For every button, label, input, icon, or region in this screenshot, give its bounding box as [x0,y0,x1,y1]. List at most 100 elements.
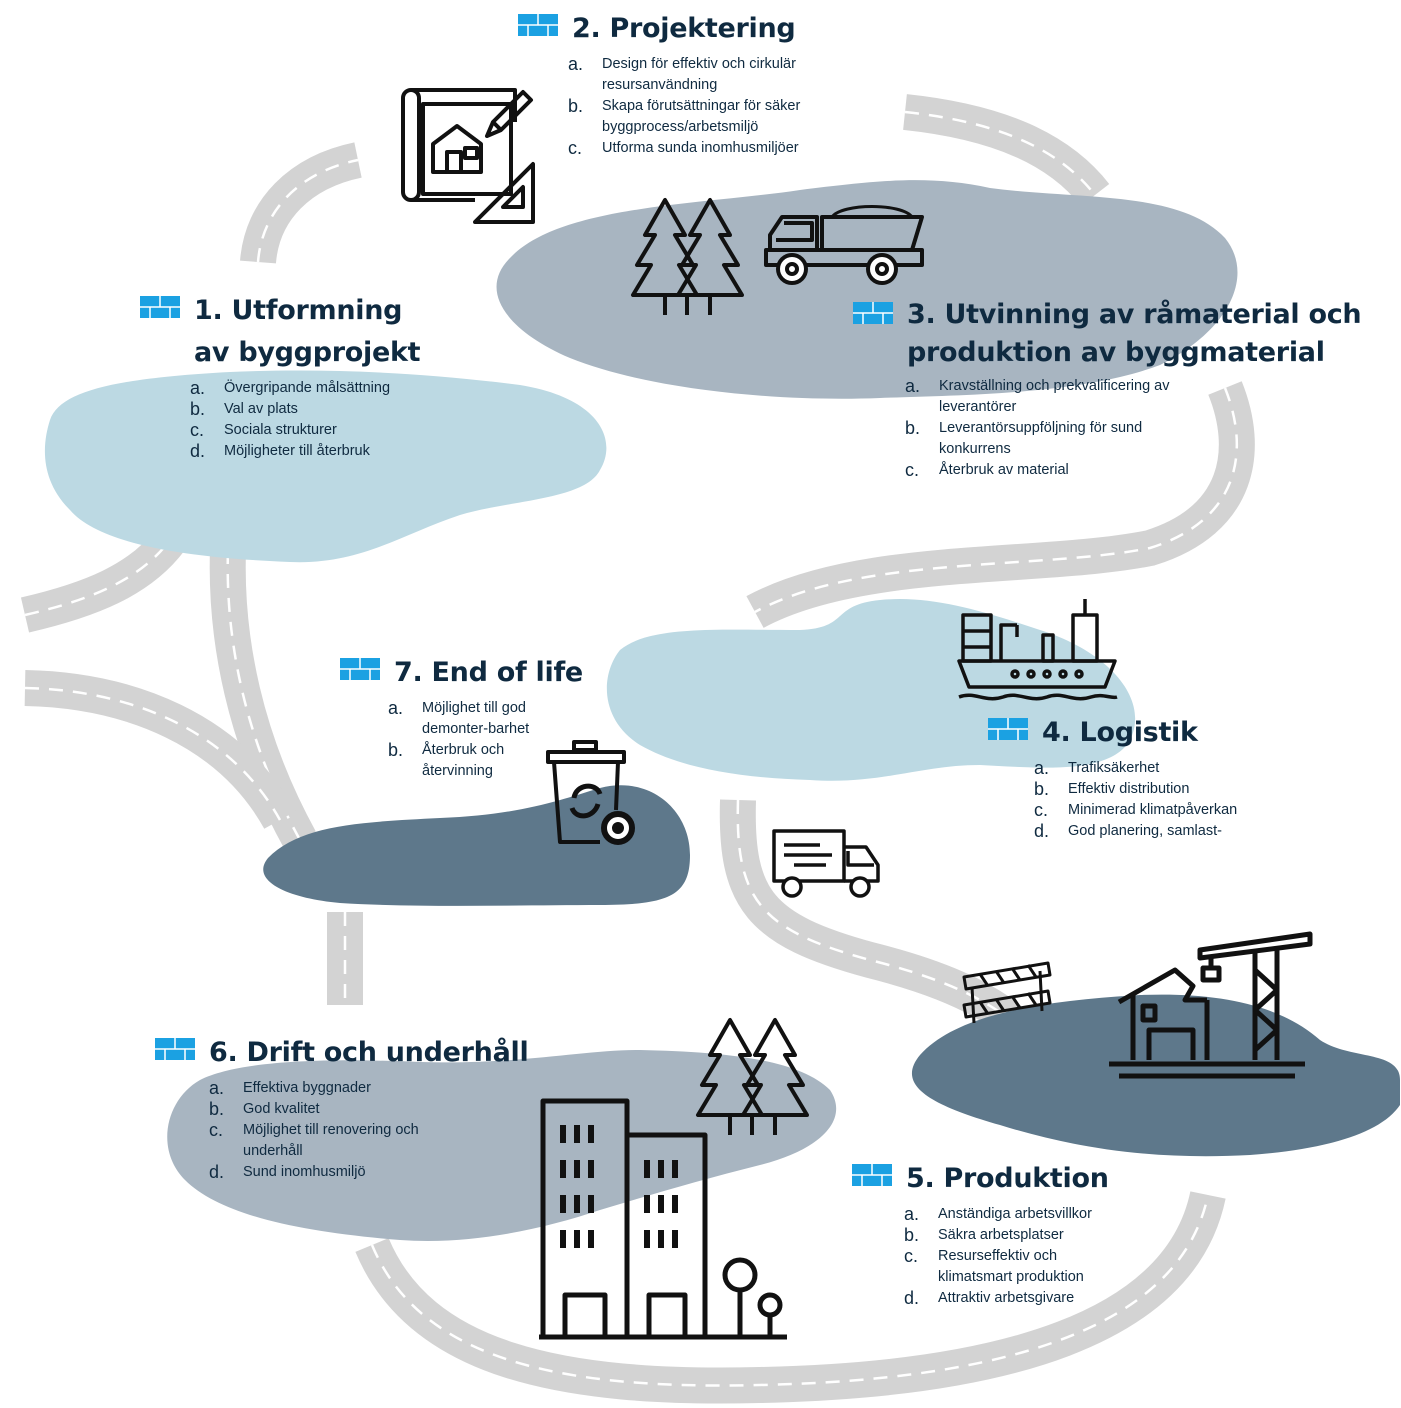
list-item: b. Säkra arbetsplatser [904,1225,1114,1246]
item-text: Leverantörsuppföljning för sund konkurre… [939,420,1143,457]
section-title: 6. Drift och underhåll [209,1037,529,1068]
item-marker: a. [904,1204,920,1224]
section-produktion: 5. Produktion a. Anständiga arbetsvillkor… [852,1158,1152,1309]
list-item: c.Utforma sunda inomhusmiljöer [568,138,858,159]
list-item: a.Kravställning och prekvalificering av … [905,376,1175,418]
list-item: c. Resurseffektiv och klimatsmart produkt… [904,1246,1114,1288]
list-item: a. Trafiksäkerhet [1034,758,1308,779]
item-text: God kvalitet [243,1101,320,1117]
section-title: 3. Utvinning av råmaterial och produktio… [907,299,1362,368]
item-text: Val av plats [224,401,298,417]
brick-icon [988,718,1028,740]
section-drift: 6. Drift och underhåll a.Effektiva byggn… [155,1032,555,1183]
list-item: b. Skapa förutsättningar för säker byggpr… [568,96,858,138]
section-title: 1. Utformning av byggprojekt [194,295,421,368]
item-text: Design för effektiv och cirkulär resursa… [602,56,796,93]
section-title: 7. End of life [394,657,583,688]
item-text: Resurseffektiv och klimatsmart produktio… [938,1248,1084,1285]
item-marker: d. [190,441,206,461]
list-item: d.Sund inomhusmiljö [209,1162,429,1183]
list-item: b.God kvalitet [209,1099,429,1120]
section-title: 4. Logistik [1042,717,1198,748]
delivery-truck-icon [772,829,880,898]
item-list: a.Kravställning och prekvalificering av … [905,376,1175,481]
item-marker: c. [1034,800,1049,820]
section-utvinning: 3. Utvinning av råmaterial och produktio… [853,296,1373,481]
item-list: a.Effektiva byggnader b.God kvalitet c. M… [209,1078,429,1183]
brick-icon [518,14,558,36]
item-text: Effektiva byggnader [243,1080,371,1096]
construction-crane-icon [1109,931,1313,1079]
item-marker: d. [904,1288,920,1308]
road-segment [24,670,296,830]
list-item: b.Leverantörsuppföljning för sund konkur… [905,418,1175,460]
list-item: c.Sociala strukturer [190,420,440,441]
section-logistik: 4. Logistik a. Trafiksäkerhet b. Effektiv … [988,712,1308,842]
item-marker: c. [905,460,920,480]
item-text: Sociala strukturer [224,422,337,438]
item-marker: b. [904,1225,920,1245]
brick-icon [340,658,380,680]
list-item: d. Möjligheter till återbruk [190,441,440,462]
item-text: Möjligheter till återbruk [224,443,370,459]
item-text: Möjlighet till god demonter-barhet [422,700,530,737]
city-buildings-icon [539,1098,787,1340]
item-marker: b. [1034,779,1050,799]
trees-icon [631,198,744,315]
item-text: Återbruk och återvinning [422,742,505,779]
item-marker: c. [568,138,583,158]
item-text: Säkra arbetsplatser [938,1227,1064,1243]
item-marker: d. [1034,821,1050,841]
item-list: a. Anständiga arbetsvillkor b. Säkra arbet… [904,1204,1114,1309]
item-text: Attraktiv arbetsgivare [938,1290,1075,1306]
section-title: 2. Projektering [572,13,796,44]
item-text: Skapa förutsättningar för säker byggproc… [602,98,801,135]
blob-utformning [44,370,607,563]
item-marker: b. [388,740,404,760]
list-item: a. Design för effektiv och cirkulär resur… [568,54,858,96]
section-utformning: 1. Utformning av byggprojekt a. Övergripa… [140,290,440,462]
list-item: d.God planering, samlast- [1034,821,1308,842]
list-item: c. Återbruk av material [905,460,1175,481]
item-marker: b. [190,399,206,419]
item-marker: a. [190,378,206,398]
dump-truck-icon [764,205,924,285]
item-list: a. Trafiksäkerhet b. Effektiv distribution… [1034,758,1308,842]
item-text: Återbruk av material [939,462,1069,478]
section-end-of-life: 7. End of life a. Möjlighet till god demo… [340,652,600,782]
section-title: 5. Produktion [906,1163,1109,1194]
brick-icon [140,296,180,318]
item-list: a. Möjlighet till god demonter-barhet b. Å… [388,698,538,782]
item-text: Effektiv distribution [1068,781,1190,797]
item-list: a. Övergripande målsättning b. Val av plat… [190,378,440,462]
item-marker: a. [388,698,404,718]
item-text: Minimerad klimatpåverkan [1068,802,1238,818]
brick-icon [155,1038,195,1060]
road-segment [746,381,1255,628]
item-marker: a. [568,54,584,74]
item-text: Trafiksäkerhet [1068,760,1160,776]
item-list: a. Design för effektiv och cirkulär resur… [568,54,858,159]
road-segment [240,142,363,265]
list-item: b. Val av plats [190,399,440,420]
road-segment [903,94,1110,207]
item-text: Övergripande målsättning [224,380,391,396]
item-marker: a. [1034,758,1050,778]
item-marker: c. [209,1120,224,1140]
item-text: Sund inomhusmiljö [243,1164,366,1180]
item-marker: b. [568,96,584,116]
item-marker: c. [904,1246,919,1266]
list-item: b. Effektiv distribution [1034,779,1308,800]
section-projektering: 2. Projektering a. Design för effektiv oc… [518,8,858,159]
item-text: Anständiga arbetsvillkor [938,1206,1092,1222]
list-item: a. Övergripande målsättning [190,378,440,399]
blueprint-icon [401,88,535,224]
cargo-ship-icon [957,599,1118,701]
list-item: c. Möjlighet till renovering och underhål… [209,1120,429,1162]
item-text: Möjlighet till renovering och underhåll [243,1122,419,1159]
blob-drift [167,1050,837,1241]
list-item: a.Effektiva byggnader [209,1078,429,1099]
item-text: Kravställning och prekvalificering av le… [939,378,1170,415]
trees-icon [696,1018,809,1135]
road-segment [20,528,185,633]
